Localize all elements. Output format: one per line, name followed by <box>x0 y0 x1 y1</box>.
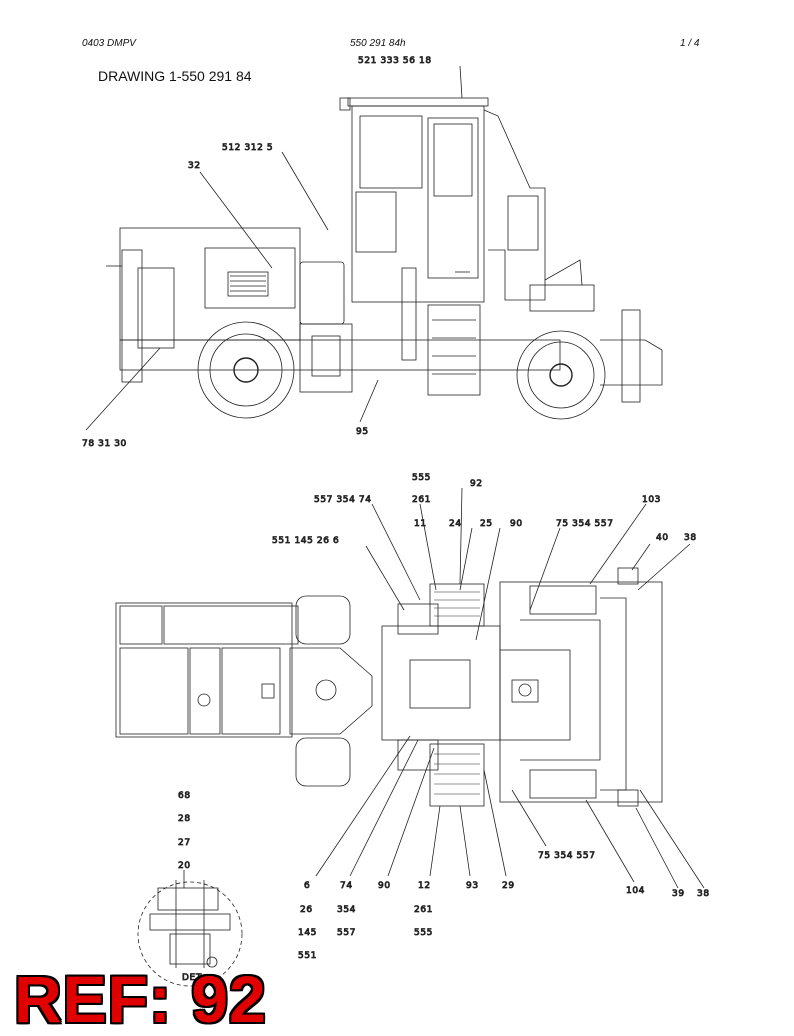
callout-557-354-74: 557 354 74 <box>314 495 372 505</box>
header-drawing-number: 550 291 84h <box>350 38 406 49</box>
callout-512: 512 312 5 <box>222 143 273 153</box>
top-front-wheel-lower <box>295 737 351 787</box>
mid-frame <box>381 625 501 741</box>
callout-32: 32 <box>188 161 201 171</box>
rear-window <box>507 195 539 251</box>
callout-12: 12 <box>418 881 431 891</box>
front-mast <box>121 249 143 383</box>
callout-24: 24 <box>449 519 462 529</box>
callout-555-top: 555 <box>412 473 431 483</box>
callout-354: 354 <box>337 905 356 915</box>
cab-body <box>351 105 485 303</box>
callout-38-top: 38 <box>684 533 697 543</box>
callout-145: 145 <box>298 928 317 938</box>
front-axle <box>289 647 373 735</box>
callout-29: 29 <box>502 881 515 891</box>
callout-104: 104 <box>626 886 645 896</box>
rear-chassis <box>499 581 663 803</box>
step-box <box>299 323 353 393</box>
rear-cwt-upper <box>529 585 597 615</box>
callout-74: 74 <box>340 881 353 891</box>
callout-557: 557 <box>337 928 356 938</box>
callout-90-top: 90 <box>510 519 523 529</box>
header-page-number: 1 / 4 <box>680 38 700 49</box>
drawing-title: DRAWING 1-550 291 84 <box>98 68 252 84</box>
main-frame <box>119 339 561 371</box>
top-view-vehicle <box>115 487 705 889</box>
cab-rear-frame <box>483 109 546 301</box>
callout-103: 103 <box>642 495 661 505</box>
callout-det: DET <box>182 973 202 983</box>
front-housing <box>119 227 301 341</box>
callout-11: 11 <box>414 519 427 529</box>
top-front-wheel-upper <box>295 595 351 645</box>
mast-bracket <box>137 267 175 349</box>
callout-521: 521 333 56 18 <box>358 56 432 66</box>
callout-261-bottom: 261 <box>414 905 433 915</box>
cab-roof-edge <box>339 97 351 111</box>
cab-door-window <box>433 123 473 197</box>
side-view-vehicle <box>85 65 663 431</box>
cab-side-window <box>359 115 423 189</box>
step-grid-lower <box>429 743 485 807</box>
rear-counterweight <box>529 284 595 312</box>
header-doc-code: 0403 DMPV <box>82 38 136 49</box>
mid-bracket-upper <box>397 603 439 635</box>
cab-panel <box>355 191 397 253</box>
rear-cwt-lower <box>529 769 597 799</box>
callout-551-145-26-6: 551 145 26 6 <box>272 536 339 546</box>
rear-rail <box>544 259 583 286</box>
top-left-body <box>115 602 293 738</box>
callout-20: 20 <box>178 861 191 871</box>
callout-40: 40 <box>656 533 669 543</box>
callout-38-bottom: 38 <box>697 889 710 899</box>
engine-block <box>204 247 296 309</box>
callout-90-bottom: 90 <box>378 881 391 891</box>
callout-551: 551 <box>298 951 317 961</box>
front-wheel <box>197 321 295 419</box>
callout-92: 92 <box>470 479 483 489</box>
callout-75-354-557-bottom: 75 354 557 <box>538 851 596 861</box>
rear-light-upper <box>617 567 639 585</box>
exhaust-stack <box>401 267 417 361</box>
steps <box>427 304 481 396</box>
callout-25: 25 <box>480 519 493 529</box>
radiator-grille <box>227 271 269 297</box>
callout-26: 26 <box>300 905 313 915</box>
rear-hitch <box>600 339 663 386</box>
rear-hitch-post <box>621 309 641 403</box>
callout-261-top: 261 <box>412 495 431 505</box>
callout-78: 78 31 30 <box>82 439 127 449</box>
step-grid-upper <box>429 583 485 627</box>
step-inner <box>311 335 341 377</box>
callout-75-354-557-top: 75 354 557 <box>556 519 614 529</box>
callout-68: 68 <box>178 791 191 801</box>
callout-39: 39 <box>672 889 685 899</box>
callout-93: 93 <box>466 881 479 891</box>
rear-light-lower <box>617 789 639 807</box>
rear-wheel <box>516 330 606 420</box>
cab-roof <box>347 97 489 107</box>
callout-95: 95 <box>356 427 369 437</box>
cab-door <box>427 117 479 279</box>
fuel-tank <box>299 261 345 325</box>
detail-view <box>137 870 243 987</box>
reference-label: REF: 92 <box>14 962 267 1036</box>
callout-27: 27 <box>178 838 191 848</box>
callout-28: 28 <box>178 814 191 824</box>
callout-6: 6 <box>304 881 310 891</box>
callout-555-bottom: 555 <box>414 928 433 938</box>
